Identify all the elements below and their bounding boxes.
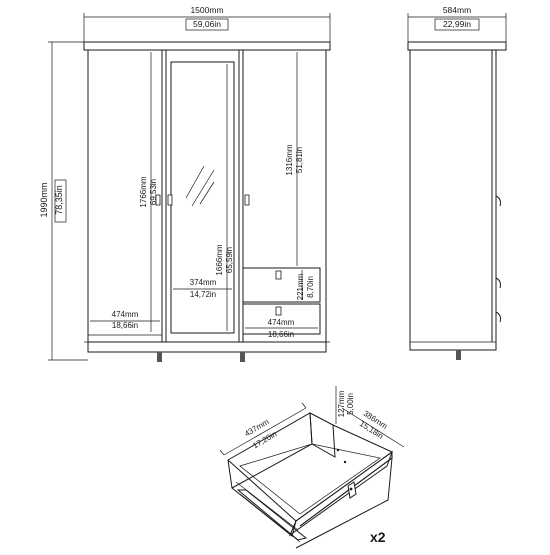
drawer-runner (236, 489, 308, 541)
mirror-reflection-line (185, 165, 205, 199)
lower-drawer-front (242, 303, 321, 335)
door-handle (244, 194, 250, 206)
side-handle (495, 195, 501, 207)
height-mm-label: 1990mm (39, 182, 49, 217)
front-view: 1500mm 59,06in 1990mm 78,35in 1766mm 69,… (39, 5, 331, 362)
drawer-handle (275, 270, 282, 280)
mirror-reflection-line (199, 181, 215, 205)
upper-drawer-front (242, 267, 321, 303)
right-width-in-label: 18,66in (268, 330, 294, 339)
mirror-height-mm-label: 1666mm (215, 244, 224, 275)
mirror-reflection-line (191, 169, 215, 207)
drawer-front-face (295, 456, 393, 549)
drawer-height-in-label: 8,70in (306, 276, 315, 298)
drawer-handle (275, 306, 282, 316)
drawer-near-top-edge (227, 459, 297, 522)
side-top-board (407, 41, 507, 51)
mirror-height-in-label: 65,59in (225, 247, 234, 273)
side-foot (456, 350, 461, 360)
right-width-mm-label: 474mm (268, 318, 295, 327)
drawer-left-side (227, 412, 313, 489)
side-handle (495, 277, 501, 289)
width-mm-label: 1500mm (190, 5, 223, 15)
right-upper-height-mm-label: 1316mm (285, 144, 294, 175)
width-in-label: 59,06in (193, 19, 221, 29)
side-view: 584mm 22,99in (407, 5, 507, 360)
drawer-detail: 437mm 17,20in 386mm 15,18in 127mm 5,00in… (219, 386, 405, 549)
right-upper-height-in-label: 51,81in (295, 147, 304, 173)
side-handle (495, 311, 501, 323)
mirror-width-mm-label: 374mm (190, 278, 217, 287)
drawer-quantity-label: x2 (370, 529, 386, 545)
depth-in-label: 22,99in (443, 19, 471, 29)
height-in-label: 78,35in (54, 185, 64, 215)
left-door-height-in-label: 69,53in (149, 179, 158, 205)
cabinet-foot (240, 352, 245, 362)
door-handle (167, 194, 173, 206)
drawer-height-mm-label-detail: 127mm (337, 390, 346, 417)
drawer-height-in-label-detail: 5,00in (346, 393, 355, 415)
depth-mm-label: 584mm (443, 5, 471, 15)
drawer-handle-detail (347, 481, 357, 499)
left-width-in-label: 18,66in (112, 321, 138, 330)
left-width-mm-label: 474mm (112, 310, 139, 319)
drawer-height-mm-label: 221mm (296, 273, 305, 300)
cabinet-top-board (83, 41, 331, 51)
drawer-floor (239, 443, 381, 515)
cabinet-foot (157, 352, 162, 362)
drawer-right-top-edge (332, 424, 393, 453)
side-panel (409, 49, 497, 351)
left-door-height-mm-label: 1766mm (139, 176, 148, 207)
cabinet-plinth (87, 341, 327, 353)
door-handle (155, 194, 161, 206)
drawer-front-rim (295, 451, 393, 527)
drawer-side-right-inner (309, 412, 336, 458)
mirror-width-in-label: 14,72in (190, 290, 216, 299)
